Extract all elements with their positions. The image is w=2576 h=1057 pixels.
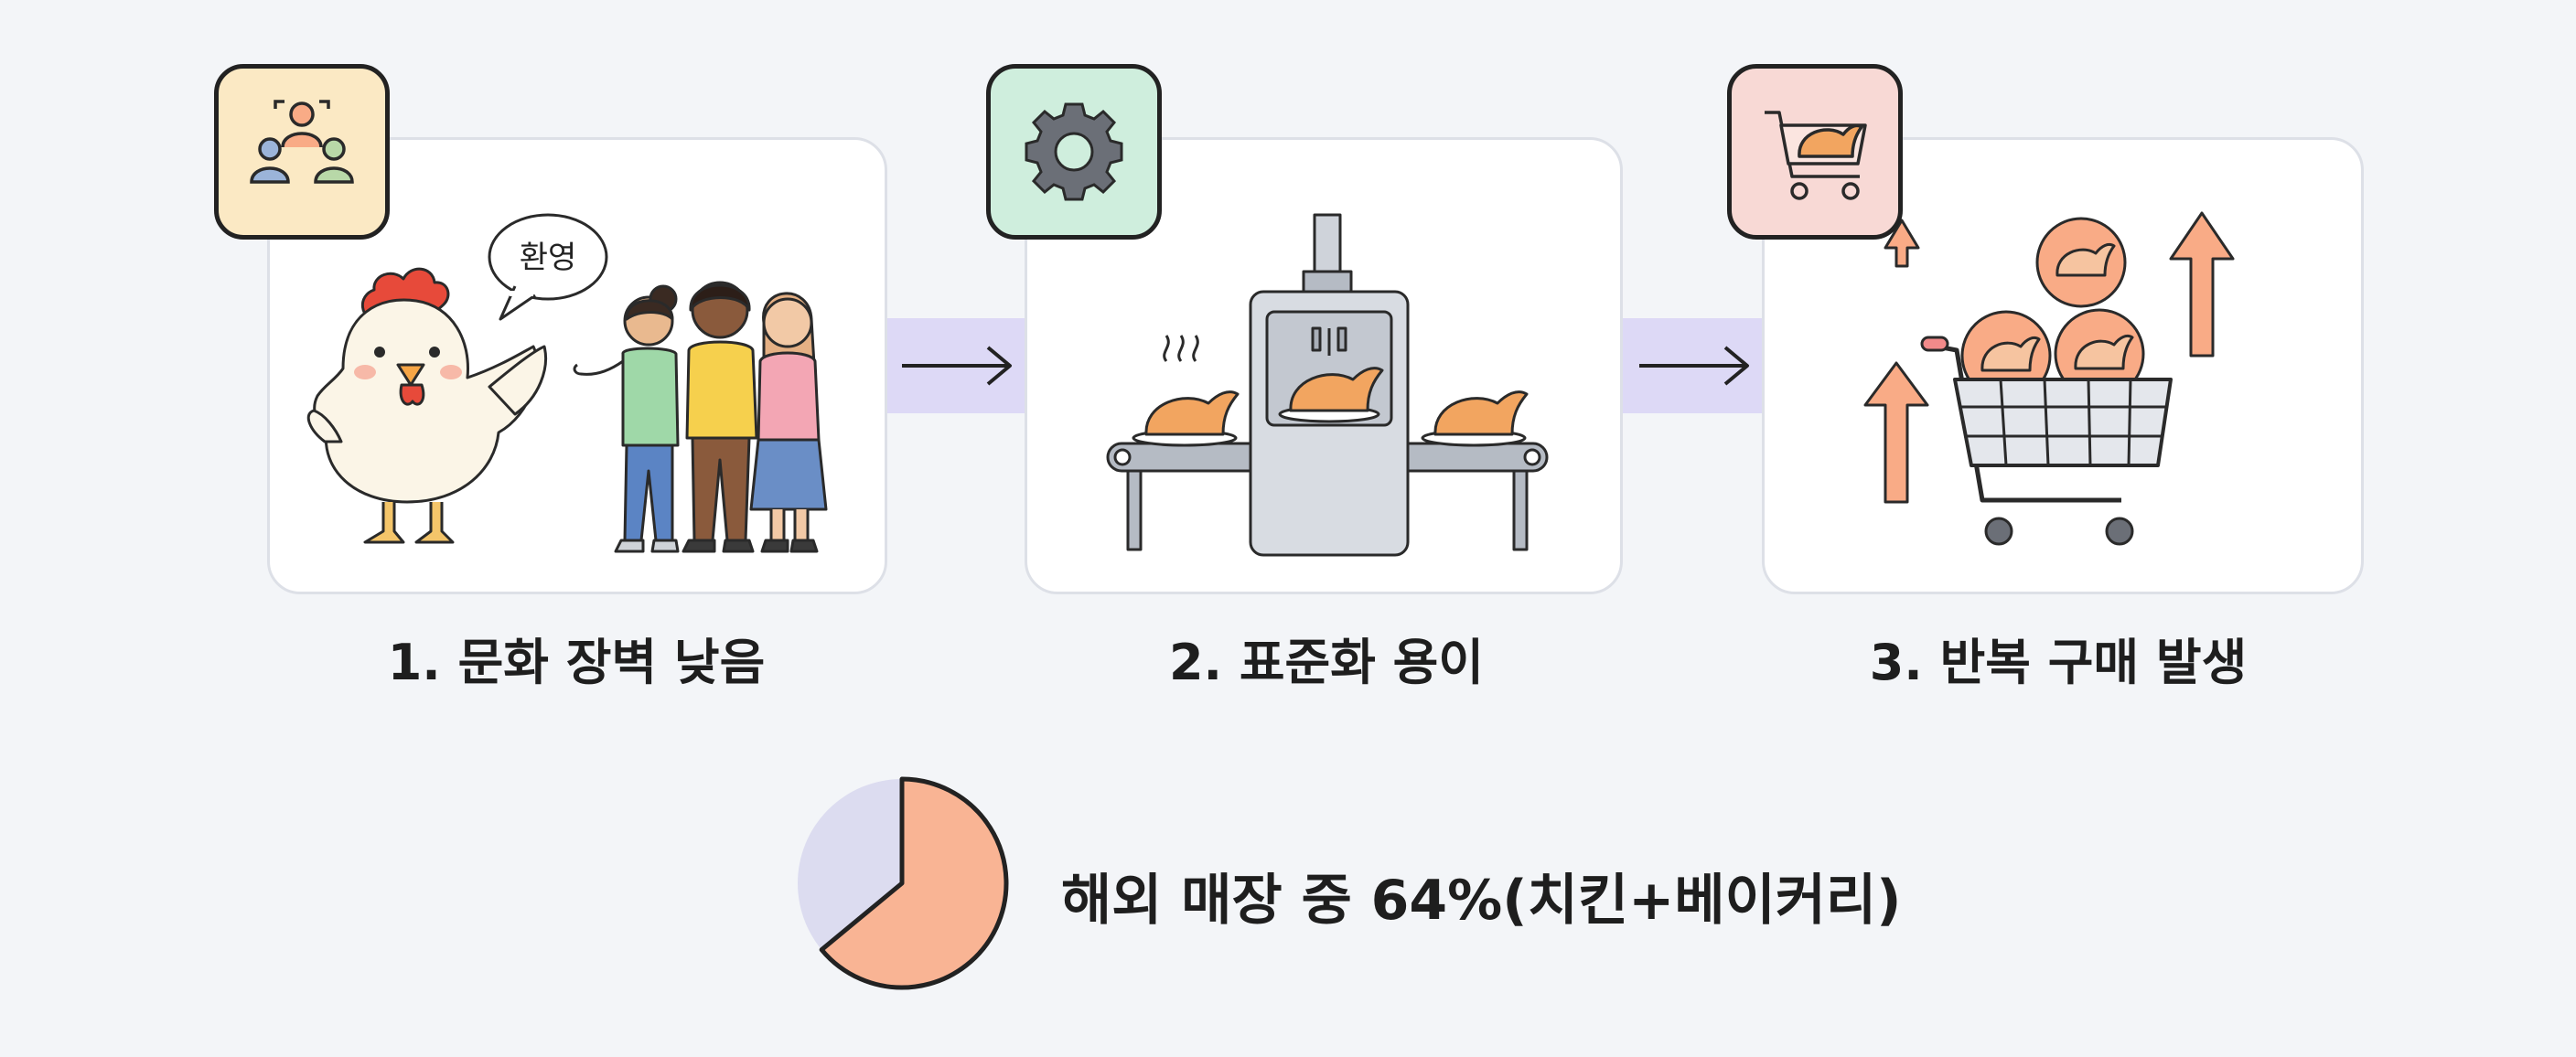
step-1-card: 환영 xyxy=(267,137,887,594)
bubble-text: 환영 xyxy=(520,240,577,276)
person-yellow xyxy=(682,281,758,553)
gear-icon xyxy=(1025,102,1123,201)
connector-arrow-1 xyxy=(886,318,1026,413)
step-1-badge xyxy=(214,64,390,240)
pie-highlight-slice xyxy=(819,776,1009,990)
speech-bubble: 환영 xyxy=(488,213,608,321)
overseas-share-text: 해외 매장 중 64%(치킨+베이커리) xyxy=(1061,869,1902,933)
people-group-icon xyxy=(250,100,354,184)
step-3-card xyxy=(1762,137,2364,594)
chicken-greeting-illustration: 환영 xyxy=(306,213,828,553)
step-3-label: 3. 반복 구매 발생 xyxy=(1869,634,2248,691)
share-pie-chart xyxy=(798,776,1009,990)
step-1-label: 1. 문화 장벽 낮음 xyxy=(387,634,766,691)
cart-rising-illustration xyxy=(1863,211,2235,546)
cart-chicken-icon xyxy=(1765,111,1867,200)
step-2-badge xyxy=(986,64,1162,240)
person-pink xyxy=(749,292,828,553)
chicken-mascot xyxy=(306,267,547,544)
step-2-label: 2. 표준화 용이 xyxy=(1168,634,1485,691)
conveyor-oven-illustration xyxy=(1106,213,1549,557)
step-3-badge xyxy=(1727,64,1903,240)
connector-arrow-2 xyxy=(1623,318,1764,413)
person-green xyxy=(573,284,680,553)
